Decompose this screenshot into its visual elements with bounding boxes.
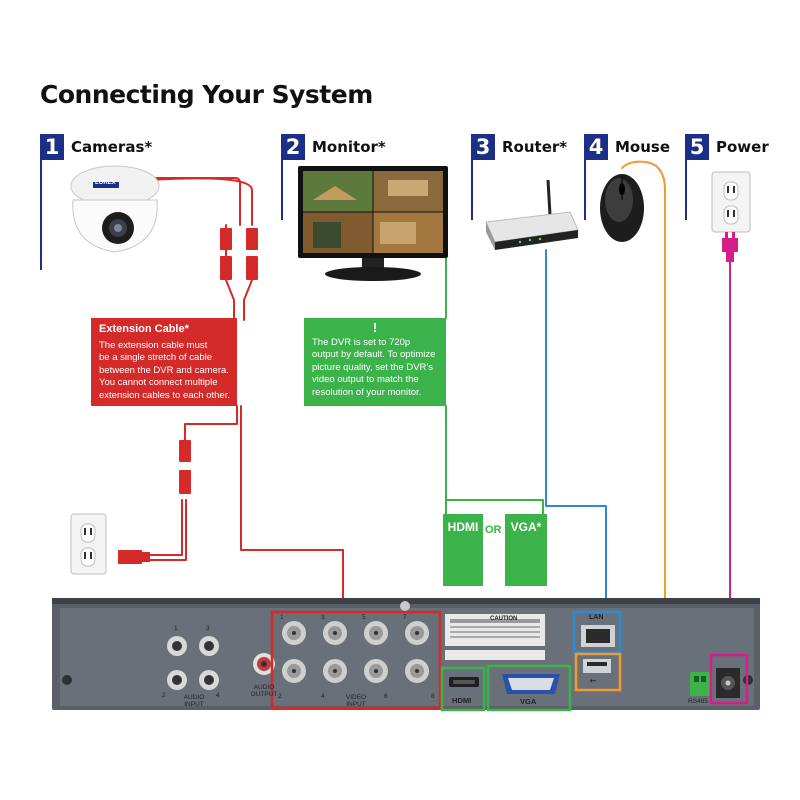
vga-highlight <box>486 664 572 712</box>
rs485-label: RS485 <box>688 698 708 705</box>
step-label: Cameras* <box>71 138 153 156</box>
hdmi-option: HDMI <box>443 514 483 586</box>
video-input-jacks <box>282 621 429 683</box>
router-cable <box>545 249 607 619</box>
audio-number: 4 <box>216 692 220 699</box>
vga-port <box>502 674 560 694</box>
video-number: 3 <box>321 614 325 621</box>
audio-output-label: AUDIO OUTPUT <box>250 684 278 698</box>
divider-line <box>281 160 283 220</box>
audio-number: 2 <box>162 692 166 699</box>
caution-text: CAUTION <box>490 616 518 622</box>
audio-number: 3 <box>206 625 210 632</box>
step-mouse: 4 Mouse <box>584 134 670 160</box>
usb-port <box>583 659 611 673</box>
camera-brand: LOREX <box>95 180 116 186</box>
video-input-highlight <box>270 610 442 710</box>
note-line: resolution of your monitor. <box>312 386 422 398</box>
note-line: output by default. To optimize <box>312 349 436 360</box>
step-cameras: 1 Cameras* <box>40 134 152 160</box>
note-heading: Extension Cable* <box>99 323 189 335</box>
router-icon <box>485 179 579 250</box>
step-label: Power <box>716 138 769 156</box>
lan-port-label: LAN <box>589 614 604 621</box>
extension-cable-note: Extension Cable* The extension cable mus… <box>91 318 237 406</box>
divider-line <box>685 160 687 220</box>
note-line: picture quality, set the DVR's <box>312 361 433 373</box>
monitor-icon <box>298 166 448 281</box>
note-line: between the DVR and camera. <box>99 364 229 376</box>
step-number: 3 <box>471 134 495 160</box>
note-line: The DVR is set to 720p <box>312 336 411 348</box>
resolution-note: ! The DVR is set to 720p output by defau… <box>304 318 446 406</box>
or-label: OR <box>485 524 502 536</box>
hdmi-port <box>449 677 479 687</box>
mouse-cable <box>619 160 666 679</box>
lan-highlight <box>572 610 622 654</box>
video-number: 4 <box>321 693 325 700</box>
usb-icon: ⭠ <box>590 676 597 685</box>
step-number: 4 <box>584 134 608 160</box>
caution-label <box>445 614 545 660</box>
power-outlet-icon <box>711 171 751 262</box>
lan-port <box>581 625 615 647</box>
step-number: 5 <box>685 134 709 160</box>
video-number: 6 <box>384 693 388 700</box>
video-number: 1 <box>280 614 284 621</box>
step-number: 1 <box>40 134 64 160</box>
step-router: 3 Router* <box>471 134 567 160</box>
hdmi-port-label: HDMI <box>452 696 472 705</box>
monitor-cable <box>445 255 544 515</box>
divider-line <box>584 160 586 220</box>
page-title: Connecting Your System <box>40 80 373 109</box>
step-monitor: 2 Monitor* <box>281 134 386 160</box>
video-number: 5 <box>362 614 366 621</box>
extension-power-outlet-icon <box>70 513 107 575</box>
note-line: be a single stretch of cable <box>99 352 213 363</box>
note-line: The extension cable must <box>99 339 208 351</box>
audio-input-jacks <box>167 636 219 690</box>
rs485-terminal <box>690 672 710 696</box>
vga-option: VGA* <box>505 514 547 586</box>
audio-number: 1 <box>174 625 178 632</box>
mouse-icon <box>600 174 644 242</box>
hdmi-highlight <box>440 666 486 712</box>
step-number: 2 <box>281 134 305 160</box>
camera-icon <box>70 165 160 253</box>
divider-line <box>40 160 42 270</box>
step-label: Router* <box>502 138 568 156</box>
vga-port-label: VGA <box>520 697 537 706</box>
video-number: 8 <box>431 693 435 700</box>
video-input-label: VIDEO INPUT <box>345 694 367 708</box>
camera-cable-connectors <box>118 228 258 564</box>
camera-cable <box>149 177 344 613</box>
audio-input-label: AUDIO INPUT <box>183 694 205 708</box>
note-line: You cannot connect multiple <box>99 377 218 388</box>
audio-output-jack <box>253 653 275 675</box>
note-line: extension cables to each other. <box>99 389 230 401</box>
step-power: 5 Power <box>685 134 769 160</box>
power-highlight <box>709 653 749 705</box>
step-label: Mouse <box>615 138 671 156</box>
note-line: video output to match the <box>312 374 419 385</box>
step-label: Monitor* <box>312 138 386 156</box>
divider-line <box>471 160 473 220</box>
video-number: 2 <box>278 693 282 700</box>
video-number: 7 <box>403 614 407 621</box>
usb-highlight <box>574 652 622 692</box>
warning-icon: ! <box>372 320 378 335</box>
power-jack <box>716 668 740 698</box>
